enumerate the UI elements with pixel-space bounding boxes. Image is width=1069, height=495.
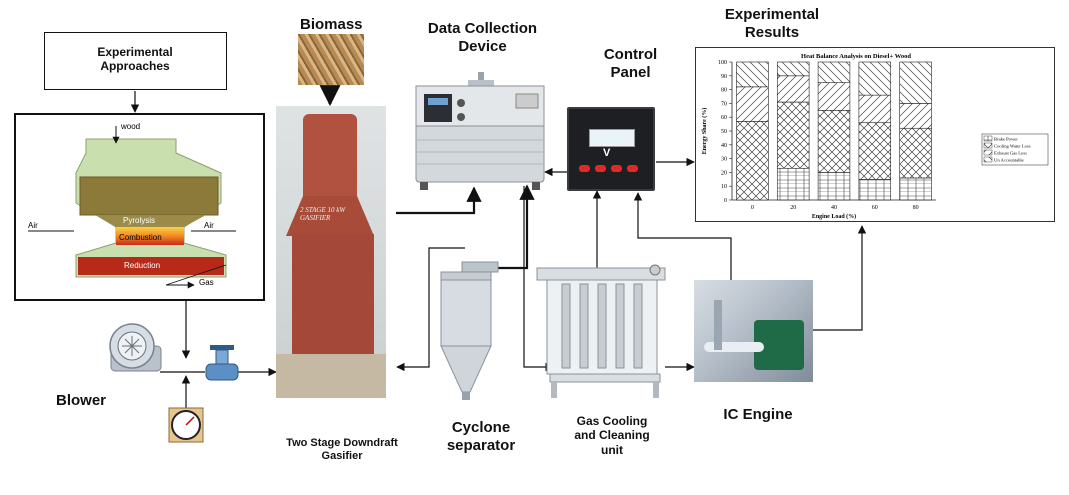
- chart-bar-segment: [858, 122, 892, 180]
- chart-y-tick-label: 70: [721, 101, 727, 107]
- control-panel-device: V: [567, 107, 655, 191]
- chart-y-label: Energy Share (%): [701, 108, 708, 155]
- chart-bar-segment: [899, 103, 932, 129]
- chart-legend-swatch: [983, 149, 993, 156]
- gasifier-photo: 2 STAGE 10 kW GASIFIER: [276, 106, 386, 398]
- chart-x-tick-label: 0: [751, 205, 754, 211]
- chart-y-tick-label: 50: [721, 129, 727, 135]
- control-panel-button-4: [627, 165, 638, 172]
- chart-bar-segment: [899, 177, 932, 201]
- chart-bar-segment: [736, 86, 769, 122]
- chart-bar-segment: [776, 167, 810, 201]
- inset-label-gas: Gas: [199, 278, 214, 287]
- chart-x-tick-label: 60: [872, 205, 878, 211]
- two-stage-gasifier-label: Two Stage Downdraft Gasifier: [286, 437, 398, 463]
- gasifier-inset-frame: wood Air Air Pyrolysis Combustion Reduct…: [14, 113, 265, 301]
- chart-bar-segment: [776, 101, 810, 169]
- arrow-gasifier-to-device: [396, 186, 482, 215]
- chart-y-tick-label: 60: [721, 115, 727, 121]
- inset-label-pyrolysis: Pyrolysis: [123, 216, 156, 225]
- inset-label-air-right: Air: [204, 221, 214, 230]
- control-panel-button-3: [611, 165, 622, 172]
- chart-bar-segment: [899, 127, 932, 179]
- chart-bar-segment: [817, 109, 851, 173]
- arrow-engine-to-results: [813, 225, 867, 331]
- results-chart-frame: Heat Balance Analysis on Diesel+ Wood 0 10…: [695, 47, 1055, 222]
- chart-bar-segment: [817, 172, 851, 201]
- chart-x-tick-label: 40: [831, 205, 837, 211]
- chart-legend-label: Exhaust Gas Loss: [994, 151, 1027, 156]
- chart-legend-swatch: [983, 156, 993, 163]
- inset-label-reduction: Reduction: [124, 261, 161, 270]
- chart-x-tick-label: 20: [790, 205, 796, 211]
- chart-y-tick-label: 10: [721, 184, 727, 190]
- chart-bar-segment: [776, 75, 810, 103]
- engine-pipe: [704, 342, 764, 352]
- chart-bar-segment: [736, 61, 769, 88]
- chart-bar-segment: [899, 61, 932, 104]
- chart-x-tick-label: 80: [913, 205, 919, 211]
- control-panel-screen: [589, 129, 635, 147]
- control-panel-readout: V: [603, 147, 611, 159]
- arrow-cyclone-to-gasifier: [396, 247, 465, 372]
- blower-label: Blower: [56, 392, 107, 409]
- inset-label-wood: wood: [121, 122, 141, 131]
- control-panel-label: Control Panel: [603, 46, 658, 81]
- results-chart: Heat Balance Analysis on Diesel+ Wood 0 10…: [701, 53, 1049, 220]
- chart-bar-segment: [776, 61, 810, 77]
- arrow-cyclone-to-device: [497, 184, 535, 270]
- chart-bar-segment: [736, 121, 769, 201]
- ic-engine-label: IC Engine: [723, 406, 793, 423]
- data-collection-device-label: Data Collection Device: [427, 20, 538, 55]
- chart-bar-segment: [858, 61, 892, 96]
- control-panel-button-1: [579, 165, 590, 172]
- ic-engine-photo: [694, 280, 813, 382]
- gasifier-base: [276, 354, 386, 398]
- arrow-to-cooling-unit: [523, 186, 554, 372]
- chart-y-tick-label: 40: [721, 143, 727, 149]
- chart-legend-swatch: [983, 142, 993, 149]
- chart-legend-label: Cooling Water Loss: [994, 144, 1031, 149]
- gasifier-lower-body: [292, 234, 374, 354]
- chart-legend-label: Un Accountable: [994, 158, 1024, 163]
- chart-legend-box: [981, 133, 1049, 166]
- chart-bar-segment: [817, 61, 851, 84]
- chart-y-tick-label: 0: [724, 198, 727, 204]
- control-panel-button-2: [595, 165, 606, 172]
- chart-bar-segment: [817, 82, 851, 111]
- chart-legend-label: Brake Power: [994, 137, 1018, 142]
- chart-y-tick-label: 90: [721, 74, 727, 80]
- experimental-results-label: Experimental Results: [724, 6, 820, 41]
- chart-title: Heat Balance Analysis on Diesel+ Wood: [801, 53, 911, 60]
- gasifier-sign-text: 2 STAGE 10 kW GASIFIER: [300, 206, 346, 222]
- cyclone-separator-label: Cyclone separator: [446, 419, 516, 454]
- arrow-engine-to-panel: [633, 192, 732, 280]
- gasifier-inset-drawing: [28, 126, 236, 289]
- gasifier-body: [303, 114, 357, 199]
- inset-label-combustion: Combustion: [119, 233, 162, 242]
- engine-pipe-2: [714, 300, 722, 350]
- chart-y-tick-label: 20: [721, 170, 727, 176]
- gasifier-cone: [286, 196, 374, 236]
- chart-y-tick-label: 100: [718, 60, 727, 66]
- experimental-approaches-label: Experimental Approaches: [97, 45, 173, 74]
- experimental-approaches-box: Experimental Approaches: [44, 32, 227, 90]
- chart-bar-segment: [858, 94, 892, 124]
- chart-legend-swatch: [983, 135, 993, 142]
- inset-label-air-left: Air: [28, 221, 38, 230]
- biomass-image: [298, 34, 364, 85]
- biomass-label: Biomass: [300, 16, 363, 33]
- chart-x-label: Engine Load (%): [812, 213, 856, 220]
- chart-y-tick-label: 80: [721, 88, 727, 94]
- chart-y-tick-label: 30: [721, 157, 727, 163]
- gas-cooling-unit-label: Gas Cooling and Cleaning unit: [574, 414, 650, 457]
- chart-bar-segment: [858, 179, 892, 201]
